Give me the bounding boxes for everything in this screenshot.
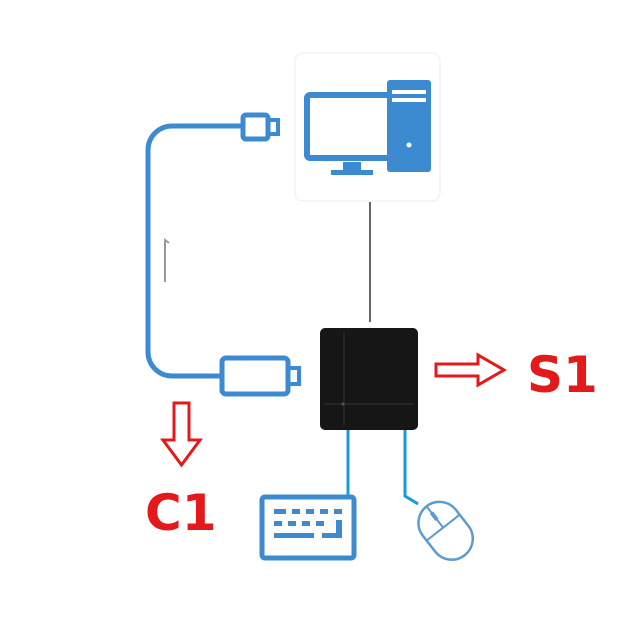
computer-icon xyxy=(294,52,441,202)
arrow-right-icon xyxy=(434,352,508,388)
arrow-down-icon xyxy=(160,401,203,468)
mouse-cable xyxy=(403,430,419,506)
cable-marker-icon xyxy=(164,238,170,282)
kvm-switch-icon xyxy=(320,328,418,430)
usb-cable-icon xyxy=(145,112,301,397)
mouse-icon xyxy=(417,500,475,561)
switch-label: S1 xyxy=(527,346,598,404)
keyboard-icon xyxy=(259,494,357,561)
cable-label: C1 xyxy=(145,484,217,542)
